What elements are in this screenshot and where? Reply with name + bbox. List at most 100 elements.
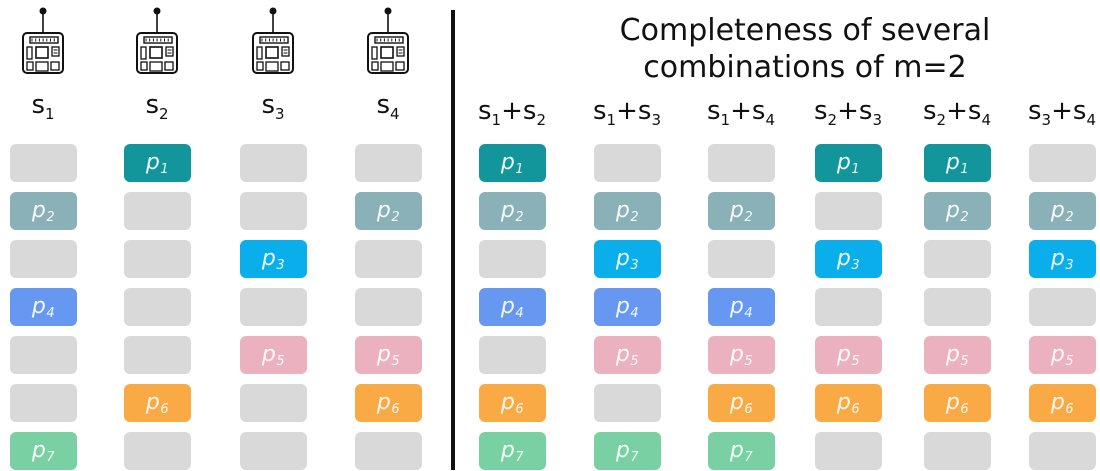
parameter-label: p7 [730, 438, 753, 465]
combination-first-sensor: s1 [707, 96, 731, 129]
parameter-label: p1 [501, 150, 524, 177]
combination-first-sensor-subscript: 2 [936, 111, 947, 129]
sensor-s1-cell: p4 [10, 288, 77, 326]
sensor-s2-cell [124, 336, 191, 374]
parameter-index: 3 [1065, 257, 1075, 273]
combination-second-sensor-base: s [858, 96, 873, 126]
combination-cell: p6 [479, 384, 546, 422]
parameter-label: p7 [501, 438, 524, 465]
combination-label: s1+s2 [452, 96, 572, 129]
sensor-name-base: s [376, 90, 390, 120]
parameter-index: 3 [851, 257, 861, 273]
combination-plus: + [946, 96, 968, 126]
sensor-s2-cell: p1 [124, 144, 191, 182]
parameter-index: 4 [744, 305, 754, 321]
parameter-index: 7 [744, 449, 754, 465]
combination-cell [1029, 144, 1096, 182]
parameter-index: 5 [630, 353, 640, 369]
section-divider [451, 10, 455, 470]
sensor-s3-cell [240, 192, 307, 230]
combination-cell: p1 [924, 144, 991, 182]
combination-label: s2+s4 [897, 96, 1017, 129]
sensor-board-icon [367, 7, 409, 74]
sensor-s3-cell: p3 [240, 240, 307, 278]
parameter-label: p4 [32, 294, 55, 321]
parameter-letter: p [945, 197, 961, 223]
parameter-label: p5 [616, 342, 639, 369]
parameter-letter: p [1050, 341, 1066, 367]
combination-cell: p2 [708, 192, 775, 230]
combination-second-sensor-base: s [637, 96, 652, 126]
parameter-letter: p [261, 341, 277, 367]
parameter-label: p2 [946, 198, 969, 225]
parameter-index: 6 [391, 401, 401, 417]
combinations-title: Completeness of several combinations of … [590, 12, 1020, 86]
parameter-letter: p [31, 293, 47, 319]
parameter-letter: p [145, 389, 161, 415]
combination-second-sensor-subscript: 4 [1086, 111, 1096, 129]
sensor-name-subscript: 4 [390, 105, 400, 123]
sensor-s2-cell [124, 432, 191, 470]
parameter-index: 4 [46, 305, 56, 321]
parameter-label: p4 [616, 294, 639, 321]
parameter-letter: p [31, 437, 47, 463]
combination-cell: p7 [708, 432, 775, 470]
sensor-label-s1: s1 [0, 90, 103, 123]
combination-plus: + [730, 96, 752, 126]
parameter-index: 4 [515, 305, 525, 321]
parameter-letter: p [615, 341, 631, 367]
combination-cell: p2 [1029, 192, 1096, 230]
parameter-letter: p [500, 389, 516, 415]
parameter-label: p5 [262, 342, 285, 369]
parameter-letter: p [1050, 245, 1066, 271]
combination-cell [815, 192, 882, 230]
parameter-letter: p [500, 437, 516, 463]
parameter-letter: p [615, 293, 631, 319]
parameter-letter: p [836, 341, 852, 367]
parameter-letter: p [376, 197, 392, 223]
parameter-letter: p [729, 197, 745, 223]
combination-plus: + [616, 96, 638, 126]
sensor-name-subscript: 1 [45, 105, 55, 123]
parameter-index: 6 [744, 401, 754, 417]
combination-second-sensor-subscript: 3 [872, 111, 882, 129]
combination-cell: p6 [815, 384, 882, 422]
sensor-s3-cell [240, 432, 307, 470]
parameter-label: p3 [616, 246, 639, 273]
parameter-letter: p [836, 149, 852, 175]
parameter-letter: p [376, 389, 392, 415]
combination-second-sensor: s3 [858, 96, 882, 129]
parameter-letter: p [145, 149, 161, 175]
sensor-name-base: s [31, 90, 45, 120]
parameter-label: p5 [946, 342, 969, 369]
parameter-label: p2 [32, 198, 55, 225]
parameter-letter: p [836, 389, 852, 415]
combination-second-sensor: s4 [1072, 96, 1096, 129]
combination-first-sensor-subscript: 1 [720, 111, 731, 129]
parameter-index: 5 [744, 353, 754, 369]
parameter-label: p6 [501, 390, 524, 417]
parameter-letter: p [500, 197, 516, 223]
combination-cell [924, 432, 991, 470]
sensor-label-s3: s3 [213, 90, 333, 123]
sensor-name: s4 [376, 90, 400, 123]
parameter-letter: p [945, 149, 961, 175]
combination-cell [594, 384, 661, 422]
sensor-s4-cell [355, 288, 422, 326]
parameter-label: p1 [146, 150, 169, 177]
parameter-index: 1 [960, 161, 970, 177]
combination-second-sensor-base: s [1072, 96, 1087, 126]
combination-first-sensor-subscript: 1 [606, 111, 617, 129]
parameter-label: p6 [146, 390, 169, 417]
sensor-s3-cell: p5 [240, 336, 307, 374]
parameter-index: 6 [515, 401, 525, 417]
parameter-index: 5 [960, 353, 970, 369]
combination-second-sensor-subscript: 2 [536, 111, 546, 129]
combination-cell [924, 240, 991, 278]
parameter-index: 1 [515, 161, 525, 177]
sensor-name: s1 [31, 90, 55, 123]
combination-second-sensor: s2 [523, 96, 546, 129]
parameter-index: 5 [851, 353, 861, 369]
combination-first-sensor-base: s [1028, 96, 1042, 126]
sensor-name-base: s [261, 90, 275, 120]
